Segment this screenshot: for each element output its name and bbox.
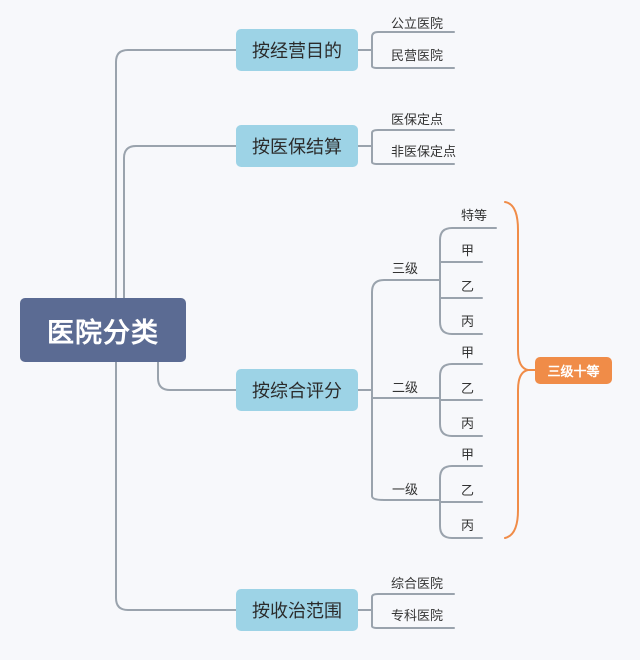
connector-root-branch-1 xyxy=(115,49,237,299)
leaf-general-hospital: 综合医院 xyxy=(391,577,444,592)
tag-three-levels-ten-grades[interactable]: 三级十等 xyxy=(535,357,612,384)
grade-1-a: 甲 xyxy=(461,448,475,463)
leaf-insurance-designated: 医保定点 xyxy=(391,113,444,128)
level-2: 二级 xyxy=(392,381,419,396)
bracket-curve xyxy=(504,201,529,539)
grade-1-b: 乙 xyxy=(461,484,475,499)
grade-2-b: 乙 xyxy=(461,382,475,397)
grade-3-special: 特等 xyxy=(461,209,488,224)
level-3: 三级 xyxy=(392,262,419,277)
branch-by-business-purpose[interactable]: 按经营目的 xyxy=(236,29,358,71)
grade-3-a: 甲 xyxy=(461,244,475,259)
connector-level-1 xyxy=(439,465,483,539)
grade-2-c: 丙 xyxy=(461,417,475,432)
connector-b1 xyxy=(357,31,455,69)
connector-b3-levels xyxy=(357,279,441,501)
connector-level-2 xyxy=(439,363,483,437)
leaf-private-hospital: 民营医院 xyxy=(391,49,444,64)
root-node[interactable]: 医院分类 xyxy=(20,298,186,362)
branch-by-insurance-settlement[interactable]: 按医保结算 xyxy=(236,125,358,167)
connector-b2 xyxy=(357,129,455,165)
grade-3-b: 乙 xyxy=(461,280,475,295)
connector-level-3 xyxy=(439,227,497,335)
connector-root-branch-3 xyxy=(157,361,237,391)
grade-3-c: 丙 xyxy=(461,315,475,330)
grade-2-a: 甲 xyxy=(461,346,475,361)
leaf-specialty-hospital: 专科医院 xyxy=(391,609,444,624)
connector-root-branch-4 xyxy=(115,361,237,611)
branch-by-comprehensive-rating[interactable]: 按综合评分 xyxy=(236,369,358,411)
level-1: 一级 xyxy=(392,483,419,498)
grade-1-c: 丙 xyxy=(461,519,475,534)
leaf-public-hospital: 公立医院 xyxy=(391,17,444,32)
connector-b4 xyxy=(357,593,455,629)
branch-by-treatment-scope[interactable]: 按收治范围 xyxy=(236,589,358,631)
leaf-non-insurance-designated: 非医保定点 xyxy=(391,145,457,160)
connector-root-branch-2 xyxy=(123,145,237,299)
